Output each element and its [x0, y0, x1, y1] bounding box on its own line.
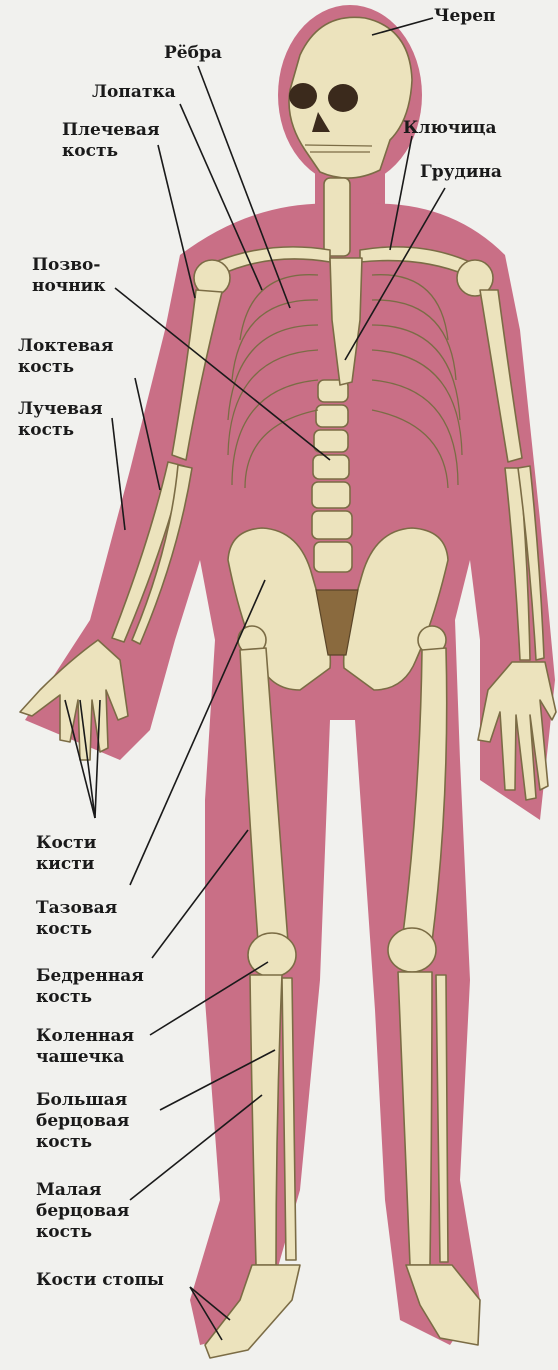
label-luchevaya: Лучевая кость — [18, 399, 103, 441]
label-rebra: Рёбра — [164, 43, 222, 64]
label-bolshaya-bertsovaya: Большая берцовая кость — [36, 1090, 129, 1153]
label-klyuchitsa: Ключица — [403, 118, 497, 139]
label-tazovaya: Тазовая кость — [36, 898, 117, 940]
label-cherep: Череп — [434, 6, 495, 27]
label-grudina: Грудина — [420, 162, 502, 183]
label-kosti-stopy: Кости стопы — [36, 1270, 164, 1291]
label-kosti-kisti: Кости кисти — [36, 833, 96, 875]
label-loktevaya: Локтевая кость — [18, 336, 113, 378]
label-bedrennaya: Бедренная кость — [36, 966, 144, 1008]
label-lopatka: Лопатка — [92, 82, 176, 103]
label-pozvonochnik: Позво- ночник — [32, 255, 106, 297]
label-malaya-bertsovaya: Малая берцовая кость — [36, 1180, 129, 1243]
label-kolennaya: Коленная чашечка — [36, 1026, 134, 1068]
label-plechevaya: Плечевая кость — [62, 120, 160, 162]
